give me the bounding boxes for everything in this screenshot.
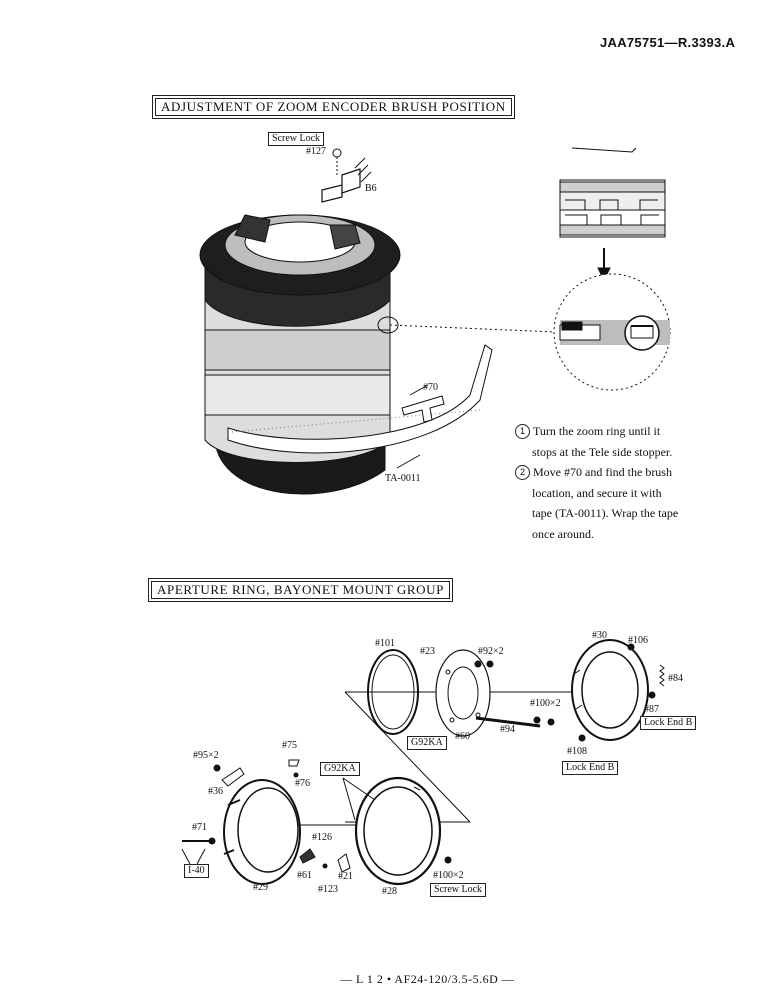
part-label-60: #60	[455, 731, 470, 742]
part-label-94: #94	[500, 724, 515, 735]
part-label-92x2: #92×2	[478, 646, 504, 657]
tape-label: TA-0011	[385, 473, 421, 484]
document-id: JAA75751—R.3393.A	[600, 35, 736, 50]
magnifier-circle	[553, 273, 671, 391]
part-label-70: #70	[423, 382, 438, 393]
section-title-zoom-encoder: ADJUSTMENT OF ZOOM ENCODER BRUSH POSITIO…	[152, 95, 515, 119]
g92ka-label: G92KA	[407, 736, 447, 750]
part-label-108: #108	[567, 746, 587, 757]
encoder-detail-inset	[559, 147, 666, 282]
lens-assembly-drawing	[199, 148, 493, 495]
part-label-100x2: #100×2	[433, 870, 464, 881]
section-title-aperture-ring: APERTURE RING, BAYONET MOUNT GROUP	[148, 578, 453, 602]
part-label-123: #123	[318, 884, 338, 895]
lock-end-b-label: Lock End B	[562, 761, 619, 775]
page-footer: — L 1 2 • AF24-120/3.5-5.6D —	[340, 972, 515, 986]
part-label-36: #36	[208, 786, 223, 797]
part-label-106: #106	[628, 635, 648, 646]
step-line: Turn the zoom ring until it	[533, 424, 661, 438]
part-label-126: #126	[312, 832, 332, 843]
i40-label: I-40	[184, 864, 209, 878]
screw-lock-label: Screw Lock	[430, 883, 487, 897]
step-line: once around.	[532, 526, 594, 541]
magnifier-leader	[377, 316, 556, 334]
screw-lock-label: Screw Lock	[268, 132, 325, 146]
part-label-71: #71	[192, 822, 207, 833]
g92ka-label: G92KA	[320, 762, 360, 776]
lock-end-b-label: Lock End B	[640, 716, 697, 730]
step-line: location, and secure it with	[532, 485, 662, 500]
part-label-127: #127	[306, 146, 326, 157]
part-label-30: #30	[592, 630, 607, 641]
part-label-100x2: #100×2	[530, 698, 561, 709]
part-label-21: #21	[338, 871, 353, 882]
part-label-28: #28	[382, 886, 397, 897]
part-label-75: #75	[282, 740, 297, 751]
step-line: tape (TA-0011). Wrap the tape	[532, 506, 679, 520]
part-label-76: #76	[295, 778, 310, 789]
part-label-b6: B6	[365, 183, 377, 194]
step-line: stops at the Tele side stopper.	[532, 444, 673, 459]
step-number: 2	[515, 465, 530, 480]
part-label-29: #29	[253, 882, 268, 893]
part-label-84: #84	[668, 673, 683, 684]
part-label-87: #87	[644, 704, 659, 715]
aperture-ring-exploded-drawing	[181, 639, 665, 886]
step-line: Move #70 and find the brush	[533, 465, 672, 479]
part-label-95x2: #95×2	[193, 750, 219, 761]
step-number: 1	[515, 424, 530, 439]
part-label-101: #101	[375, 638, 395, 649]
part-label-23: #23	[420, 646, 435, 657]
part-label-61: #61	[297, 870, 312, 881]
